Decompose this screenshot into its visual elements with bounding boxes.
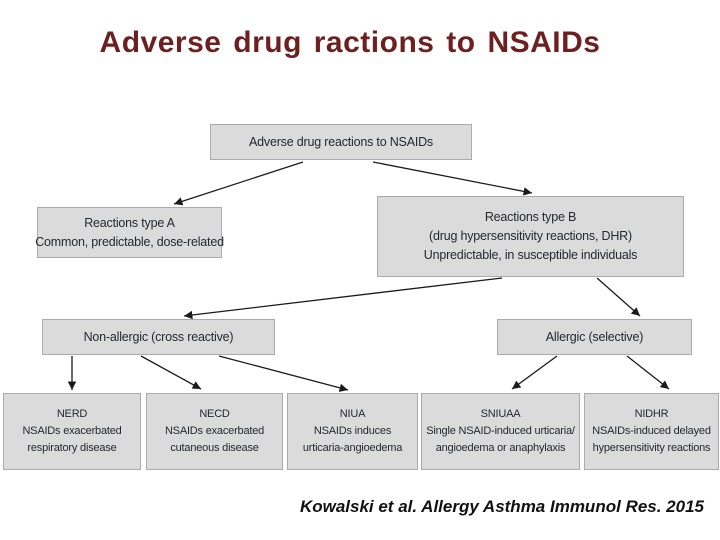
node-line: Allergic (selective)	[545, 329, 644, 344]
edge-allergic-nidhr	[626, 355, 670, 390]
edge-nonAllergic-niua	[218, 355, 349, 392]
edge-nonAllergic-necd	[140, 355, 202, 390]
node-reactions-type-b: Reactions type B (drug hypersensitivity …	[377, 196, 684, 277]
node-line: urticaria-angioedema	[302, 442, 403, 455]
node-line: Non-allergic (cross reactive)	[83, 329, 234, 344]
node-necd: NECD NSAIDs exacerbated cutaneous diseas…	[146, 393, 283, 470]
node-line: Adverse drug reactions to NSAIDs	[249, 134, 433, 149]
node-line: Common, predictable, dose-related	[35, 234, 224, 249]
edge-allergic-sniuaa	[511, 355, 558, 390]
node-line: cutaneous disease	[170, 442, 259, 455]
edge-root-typeB	[372, 161, 533, 196]
node-nerd: NERD NSAIDs exacerbated respiratory dise…	[3, 393, 141, 470]
node-adverse-drug-reactions: Adverse drug reactions to NSAIDs	[210, 124, 472, 160]
node-line: NERD	[56, 407, 88, 420]
node-line: NSAIDs induces	[313, 424, 392, 437]
node-line: angioedema or anaphylaxis	[435, 442, 566, 455]
node-line: respiratory disease	[27, 442, 117, 455]
node-line: SNIUAA	[480, 407, 521, 420]
node-niua: NIUA NSAIDs induces urticaria-angioedema	[287, 393, 418, 470]
node-line: Unpredictable, in susceptible individual…	[423, 247, 638, 262]
node-line: NSAIDs-induced delayed	[592, 424, 711, 437]
node-non-allergic: Non-allergic (cross reactive)	[42, 319, 275, 355]
node-line: (drug hypersensitivity reactions, DHR)	[429, 229, 632, 244]
node-line: NSAIDs exacerbated	[22, 424, 122, 437]
node-line: NSAIDs exacerbated	[164, 424, 265, 437]
node-line: Single NSAID-induced urticaria/	[426, 424, 575, 437]
node-sniuaa: SNIUAA Single NSAID-induced urticaria/ a…	[421, 393, 580, 470]
node-reactions-type-a: Reactions type A Common, predictable, do…	[35, 207, 224, 258]
edge-root-typeA	[173, 161, 304, 206]
node-nidhr: NIDHR NSAIDs-induced delayed hypersensit…	[584, 393, 719, 470]
node-line: Reactions type B	[484, 210, 577, 225]
node-line: hypersensitivity reactions	[592, 442, 711, 455]
edge-typeB-nonAllergic	[183, 277, 503, 320]
edge-typeB-allergic	[596, 277, 641, 317]
node-line: NIUA	[339, 407, 366, 420]
node-line: NIDHR	[634, 407, 669, 420]
citation: Kowalski et al. Allergy Asthma Immunol R…	[299, 497, 704, 516]
node-allergic: Allergic (selective)	[497, 319, 692, 355]
node-line: Reactions type A	[84, 215, 175, 230]
node-line: NECD	[199, 407, 230, 420]
page-title: Adverse drug ractions to NSAIDs	[99, 26, 601, 59]
